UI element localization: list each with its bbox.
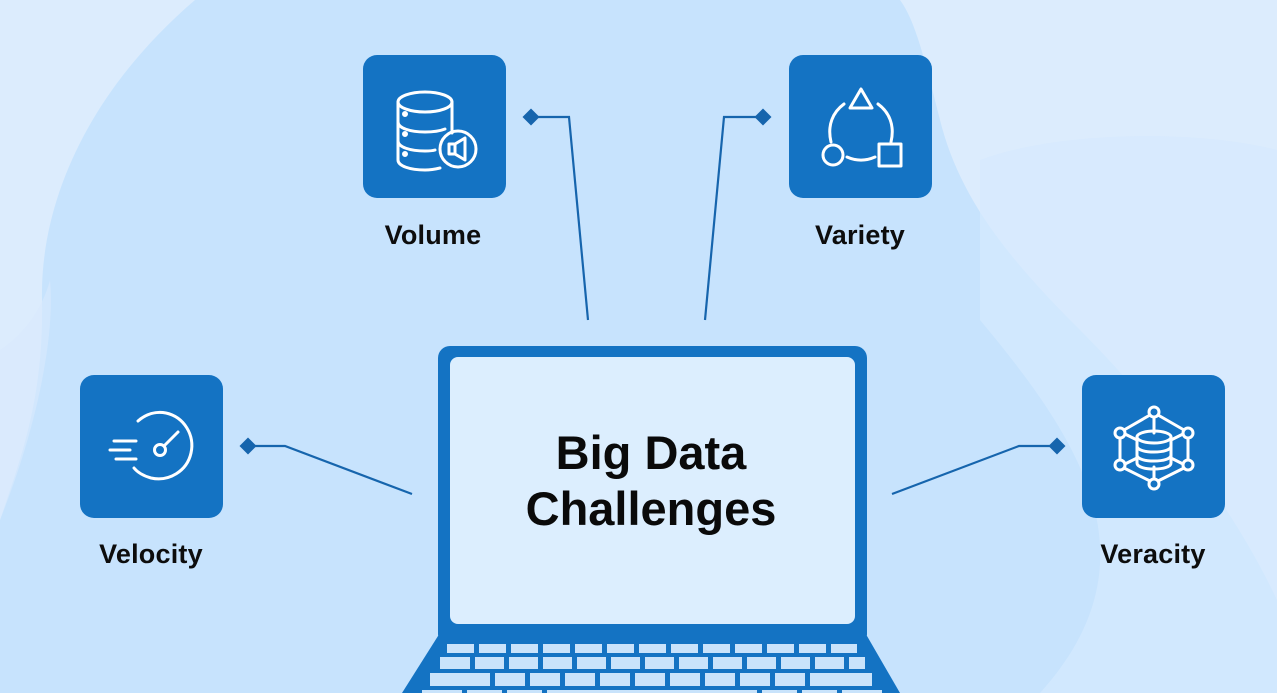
velocity-label: Velocity	[99, 539, 203, 569]
keyboard-row-3	[430, 673, 872, 686]
veracity-label: Veracity	[1100, 539, 1206, 569]
volume-label: Volume	[384, 220, 482, 250]
variety-label: Variety	[815, 220, 905, 250]
laptop-screen-title: Big Data Challenges	[450, 425, 852, 537]
variety-tile[interactable]	[789, 55, 932, 198]
title-line-1: Big Data	[555, 426, 747, 479]
speedometer-icon	[108, 410, 193, 480]
veracity-tile[interactable]	[1082, 375, 1225, 518]
keyboard-row-2	[440, 657, 865, 669]
velocity-tile[interactable]	[80, 375, 223, 518]
shapes-cycle-icon	[821, 87, 902, 167]
volume-tile[interactable]	[363, 55, 506, 198]
network-database-icon	[1113, 405, 1194, 490]
keyboard-row-4	[422, 690, 882, 693]
database-speaker-icon	[396, 90, 477, 171]
keyboard-row-1	[447, 644, 857, 653]
title-line-2: Challenges	[525, 482, 777, 535]
